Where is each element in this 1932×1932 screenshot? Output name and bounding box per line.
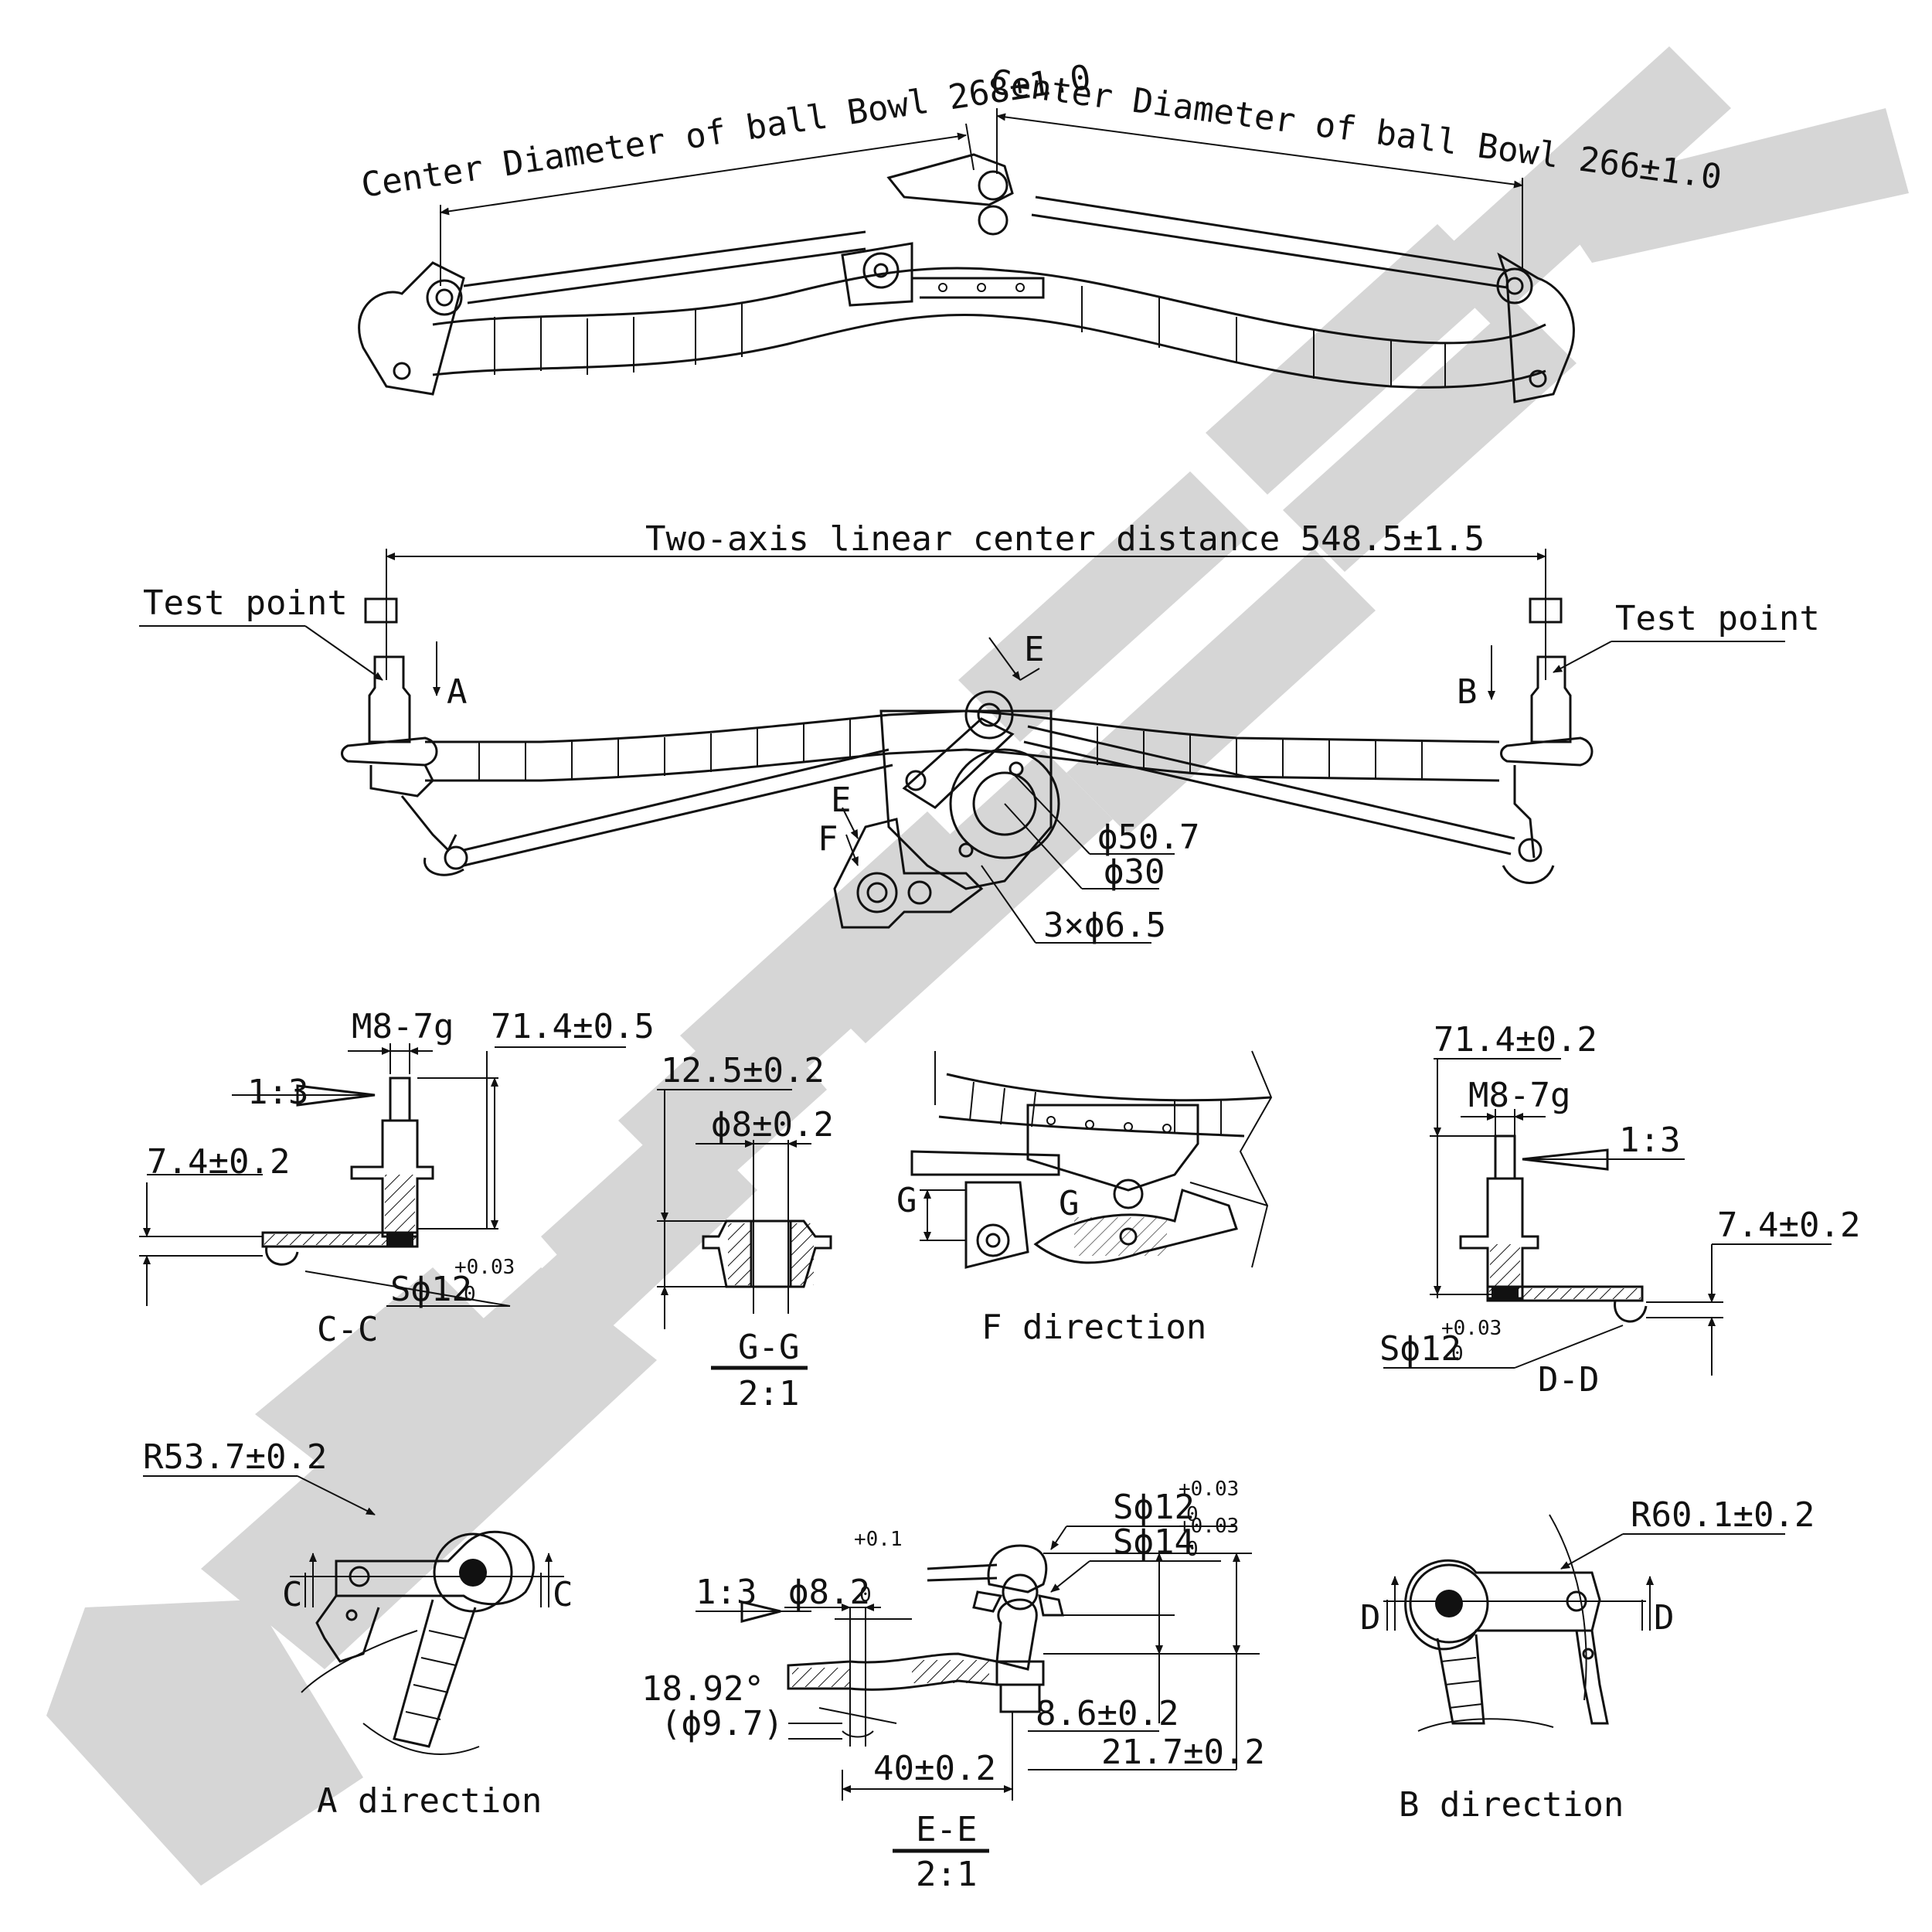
cc-offset: 7.4±0.2 (147, 1142, 290, 1182)
ee-dim-40: 40±0.2 (873, 1749, 996, 1788)
b-radius: R60.1±0.2 (1631, 1495, 1815, 1535)
a-radius: R53.7±0.2 (143, 1437, 327, 1477)
a-label-c-left: C (282, 1575, 303, 1614)
gg-bore: ϕ8±0.2 (711, 1105, 834, 1145)
ee-hole: ϕ8.2 (788, 1573, 870, 1612)
test-point-right: Test point (1615, 599, 1820, 638)
section-cc (139, 1043, 626, 1307)
ee-dim-21-7: 21.7±0.2 (1101, 1733, 1265, 1772)
cc-ball: Sϕ12 (390, 1270, 472, 1309)
ee-angle: 18.92° (641, 1669, 764, 1709)
ee-taper: 1:3 (696, 1573, 757, 1612)
ee-dim-8-6: 8.6±0.2 (1036, 1694, 1179, 1733)
b-label-d-right: D (1654, 1598, 1675, 1638)
gg-width: 12.5±0.2 (661, 1051, 825, 1090)
dd-ball-tol-lower: 0 (1451, 1342, 1464, 1366)
ee-ball-small-tol-lower: 0 (1186, 1503, 1199, 1526)
gg-caption: G-G (738, 1328, 799, 1367)
f-caption: F direction (981, 1308, 1206, 1347)
b-caption: B direction (1399, 1785, 1624, 1825)
front-view-linkage (139, 549, 1785, 944)
view-label-a: A (447, 672, 468, 712)
ee-ball-large-tol-upper: +0.03 (1179, 1515, 1239, 1538)
ee-angle-dia: (ϕ9.7) (661, 1704, 784, 1743)
dd-thread: M8-7g (1468, 1076, 1570, 1115)
ee-ball-large: Sϕ14 (1113, 1522, 1195, 1562)
cc-thread: M8-7g (352, 1007, 454, 1046)
ee-scale: 2:1 (916, 1855, 977, 1894)
dia-50-7: ϕ50.7 (1097, 818, 1199, 857)
cc-height: 71.4±0.5 (491, 1007, 655, 1046)
section-dd (1383, 1058, 1832, 1376)
cc-taper: 1:3 (247, 1073, 308, 1112)
section-gg (657, 1089, 832, 1370)
f-label-g: G (896, 1181, 917, 1220)
dd-offset: 7.4±0.2 (1717, 1206, 1860, 1245)
dd-ball-tol-upper: +0.03 (1441, 1317, 1502, 1340)
cc-ball-tol-lower: 0 (464, 1283, 476, 1306)
test-point-left: Test point (143, 583, 348, 623)
a-caption: A direction (317, 1781, 542, 1821)
a-label-c-right: C (553, 1575, 573, 1614)
view-label-f: F (818, 819, 838, 859)
gg-scale: 2:1 (738, 1374, 799, 1413)
section-ee (696, 1526, 1260, 1853)
ee-caption: E-E (916, 1810, 977, 1849)
span-dimension: Two-axis linear center distance 548.5±1.… (645, 519, 1485, 559)
top-view-linkage (358, 108, 1575, 403)
dd-caption: D-D (1538, 1360, 1599, 1400)
dd-taper: 1:3 (1619, 1121, 1680, 1160)
cc-ball-tol-upper: +0.03 (454, 1256, 515, 1279)
dia-30: ϕ30 (1104, 852, 1165, 892)
section-label-e-top: E (1024, 630, 1045, 669)
b-label-d-left: D (1360, 1598, 1381, 1638)
ee-ball-small: Sϕ12 (1113, 1488, 1195, 1527)
view-b-direction (1383, 1514, 1785, 1732)
ee-ball-large-tol-lower: 0 (1186, 1538, 1199, 1561)
view-f-direction (910, 1050, 1273, 1269)
dd-height: 71.4±0.2 (1434, 1020, 1597, 1060)
f-label-c: G (1059, 1184, 1080, 1223)
holes-3x6-5: 3×ϕ6.5 (1043, 906, 1166, 945)
cc-caption: C-C (317, 1310, 378, 1349)
top-left-dimension: Center Diameter of ball Bowl 268±1.0 (359, 57, 1094, 205)
ee-ball-small-tol-upper: +0.03 (1179, 1478, 1239, 1501)
view-label-b: B (1457, 672, 1478, 712)
ee-hole-tol-lower: 0 (859, 1583, 872, 1607)
dd-ball: Sϕ12 (1379, 1329, 1461, 1369)
section-label-e-mid: E (831, 781, 852, 820)
view-a-direction (143, 1475, 564, 1755)
ee-hole-tol-upper: +0.1 (854, 1528, 903, 1551)
